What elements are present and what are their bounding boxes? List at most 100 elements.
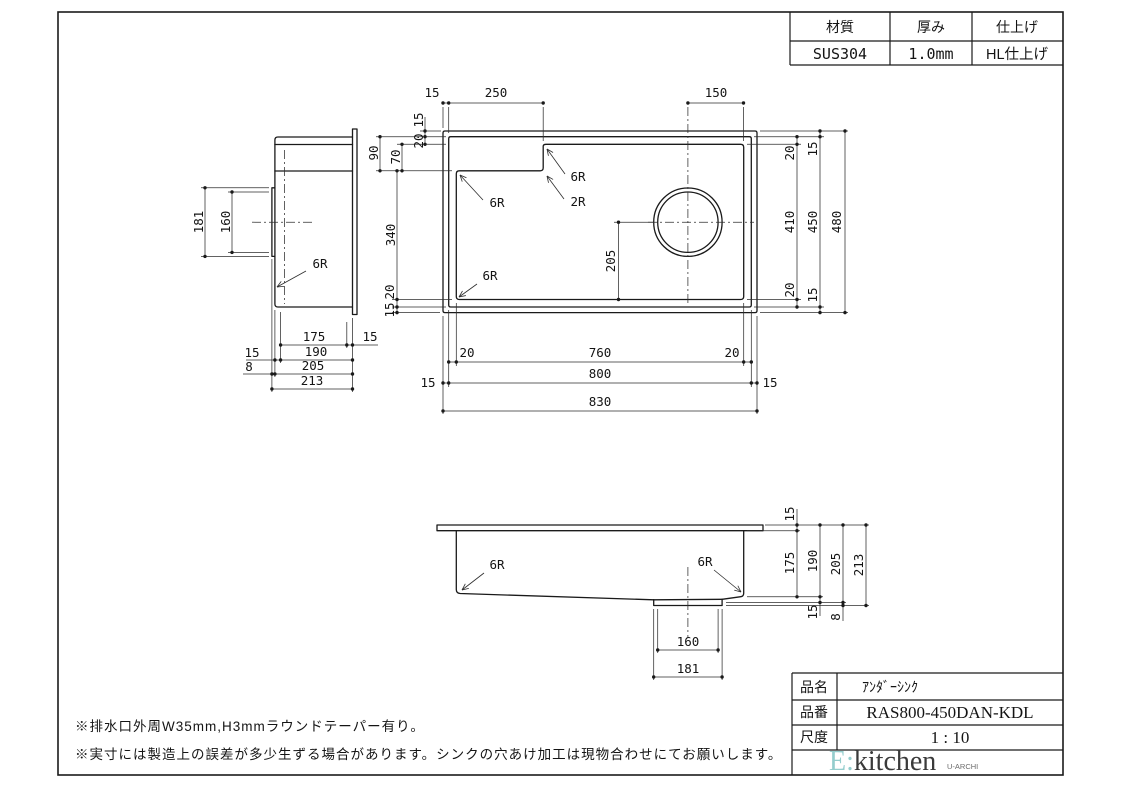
- dimension-tick: [395, 169, 399, 173]
- logo-name: kitchen: [854, 746, 936, 777]
- material-table: [789, 12, 1063, 66]
- dimension-label: 15: [805, 287, 820, 302]
- leader-arrowhead: [461, 583, 466, 591]
- dimension-label: 15: [244, 345, 259, 360]
- dimension-tick: [864, 523, 868, 527]
- dimension-tick: [447, 101, 451, 105]
- dimension-tick: [350, 343, 355, 347]
- company-logo: E:kitchen U-ARCHI: [829, 746, 978, 777]
- leader-arrowhead: [276, 286, 285, 288]
- scale-label: 尺度: [800, 729, 828, 745]
- radius-label: 6R: [482, 268, 498, 283]
- dimension-label: 20: [724, 345, 739, 360]
- dimension-tick: [716, 648, 720, 652]
- dimension-tick: [818, 310, 822, 315]
- dimension-tick: [616, 297, 621, 302]
- radius-label: 6R: [697, 554, 713, 569]
- dimension-tick: [755, 381, 759, 385]
- dimension-label: 15: [762, 375, 777, 390]
- dimension-label: 15: [362, 329, 377, 344]
- dimension-tick: [350, 387, 355, 391]
- object-line: [455, 530, 655, 601]
- dimension-label: 410: [782, 211, 797, 234]
- leader-arrowhead: [546, 148, 549, 156]
- dimension-tick: [273, 372, 277, 376]
- object-line: [351, 128, 358, 316]
- dimension-label: 205: [302, 358, 325, 373]
- radius-label: 6R: [489, 195, 505, 210]
- dimension-tick: [818, 129, 822, 133]
- object-line: [653, 598, 723, 601]
- dimension-tick: [441, 381, 445, 385]
- dimension-tick: [795, 142, 799, 146]
- dimension-tick: [795, 297, 799, 302]
- dimension-label: 181: [677, 661, 700, 676]
- object-line: [436, 524, 764, 532]
- dimension-label: 8: [828, 613, 843, 621]
- leader-line: [546, 175, 565, 200]
- dimension-tick: [749, 381, 753, 385]
- dimension-tick: [273, 358, 277, 362]
- leader-arrowhead: [546, 175, 549, 183]
- dimension-tick: [423, 135, 427, 139]
- dimension-label: 15: [805, 604, 820, 619]
- dimension-tick: [378, 169, 382, 173]
- leader-arrowhead: [458, 290, 463, 298]
- object-line: [448, 136, 752, 308]
- leader-arrowhead: [276, 281, 282, 288]
- dimension-label: 20: [782, 145, 797, 160]
- dimension-tick: [818, 305, 822, 309]
- object-line: [721, 530, 745, 600]
- notes: ※排水口外周W35mm,H3mmラウンドテーパー有り。 ※実寸には製造上の誤差が…: [75, 719, 782, 762]
- sink-views: [201, 101, 869, 680]
- dimension-label: 340: [383, 224, 398, 247]
- dimension-tick: [541, 101, 545, 105]
- leader-line: [276, 270, 307, 288]
- dimension-tick: [395, 297, 399, 302]
- leader-arrowhead: [734, 589, 742, 593]
- leader-arrowhead: [458, 295, 466, 298]
- dimension-label: 175: [782, 552, 797, 575]
- dimension-label: 213: [851, 554, 866, 577]
- dimension-tick: [864, 603, 868, 608]
- dimension-label: 181: [191, 211, 206, 234]
- product-number-value: RAS800-450DAN-KDL: [866, 703, 1033, 722]
- dimension-label: 213: [301, 373, 324, 388]
- leader-arrowhead: [546, 148, 554, 153]
- dimension-label: 480: [829, 211, 844, 234]
- dimension-tick: [686, 101, 690, 105]
- dimension-label: 160: [677, 634, 700, 649]
- note-line: ※実寸には製造上の誤差が多少生ずる場合があります。シンクの穴あけ加工は現物合わせ…: [75, 746, 782, 762]
- dimension-tick: [400, 169, 404, 173]
- dimension-tick: [841, 603, 845, 608]
- dimension-tick: [841, 600, 845, 605]
- dimension-tick: [447, 381, 451, 385]
- page-frame: [57, 11, 1064, 776]
- dimension-label: 90: [366, 145, 381, 160]
- dimension-label: 205: [603, 250, 618, 273]
- radius-label: 6R: [570, 169, 586, 184]
- product-name-value: ｱﾝﾀﾞｰｼﾝｸ: [862, 679, 918, 695]
- dimension-label: 205: [828, 553, 843, 576]
- dimension-label: 15: [805, 141, 820, 156]
- dimension-label: 8: [245, 359, 253, 374]
- dimension-tick: [400, 142, 404, 146]
- dimension-tick: [652, 675, 656, 679]
- dimension-label: 15: [420, 375, 435, 390]
- dimension-tick: [395, 305, 399, 309]
- dimension-tick: [795, 523, 799, 527]
- dimension-tick: [441, 409, 445, 413]
- dimension-tick: [755, 409, 759, 413]
- dimension-tick: [818, 595, 822, 599]
- leader-line: [461, 572, 485, 591]
- dimension-tick: [278, 343, 283, 347]
- leader-arrowhead: [459, 174, 467, 179]
- dimension-tick: [795, 135, 799, 139]
- dimension-label: 760: [589, 345, 612, 360]
- dimension-tick: [742, 360, 746, 364]
